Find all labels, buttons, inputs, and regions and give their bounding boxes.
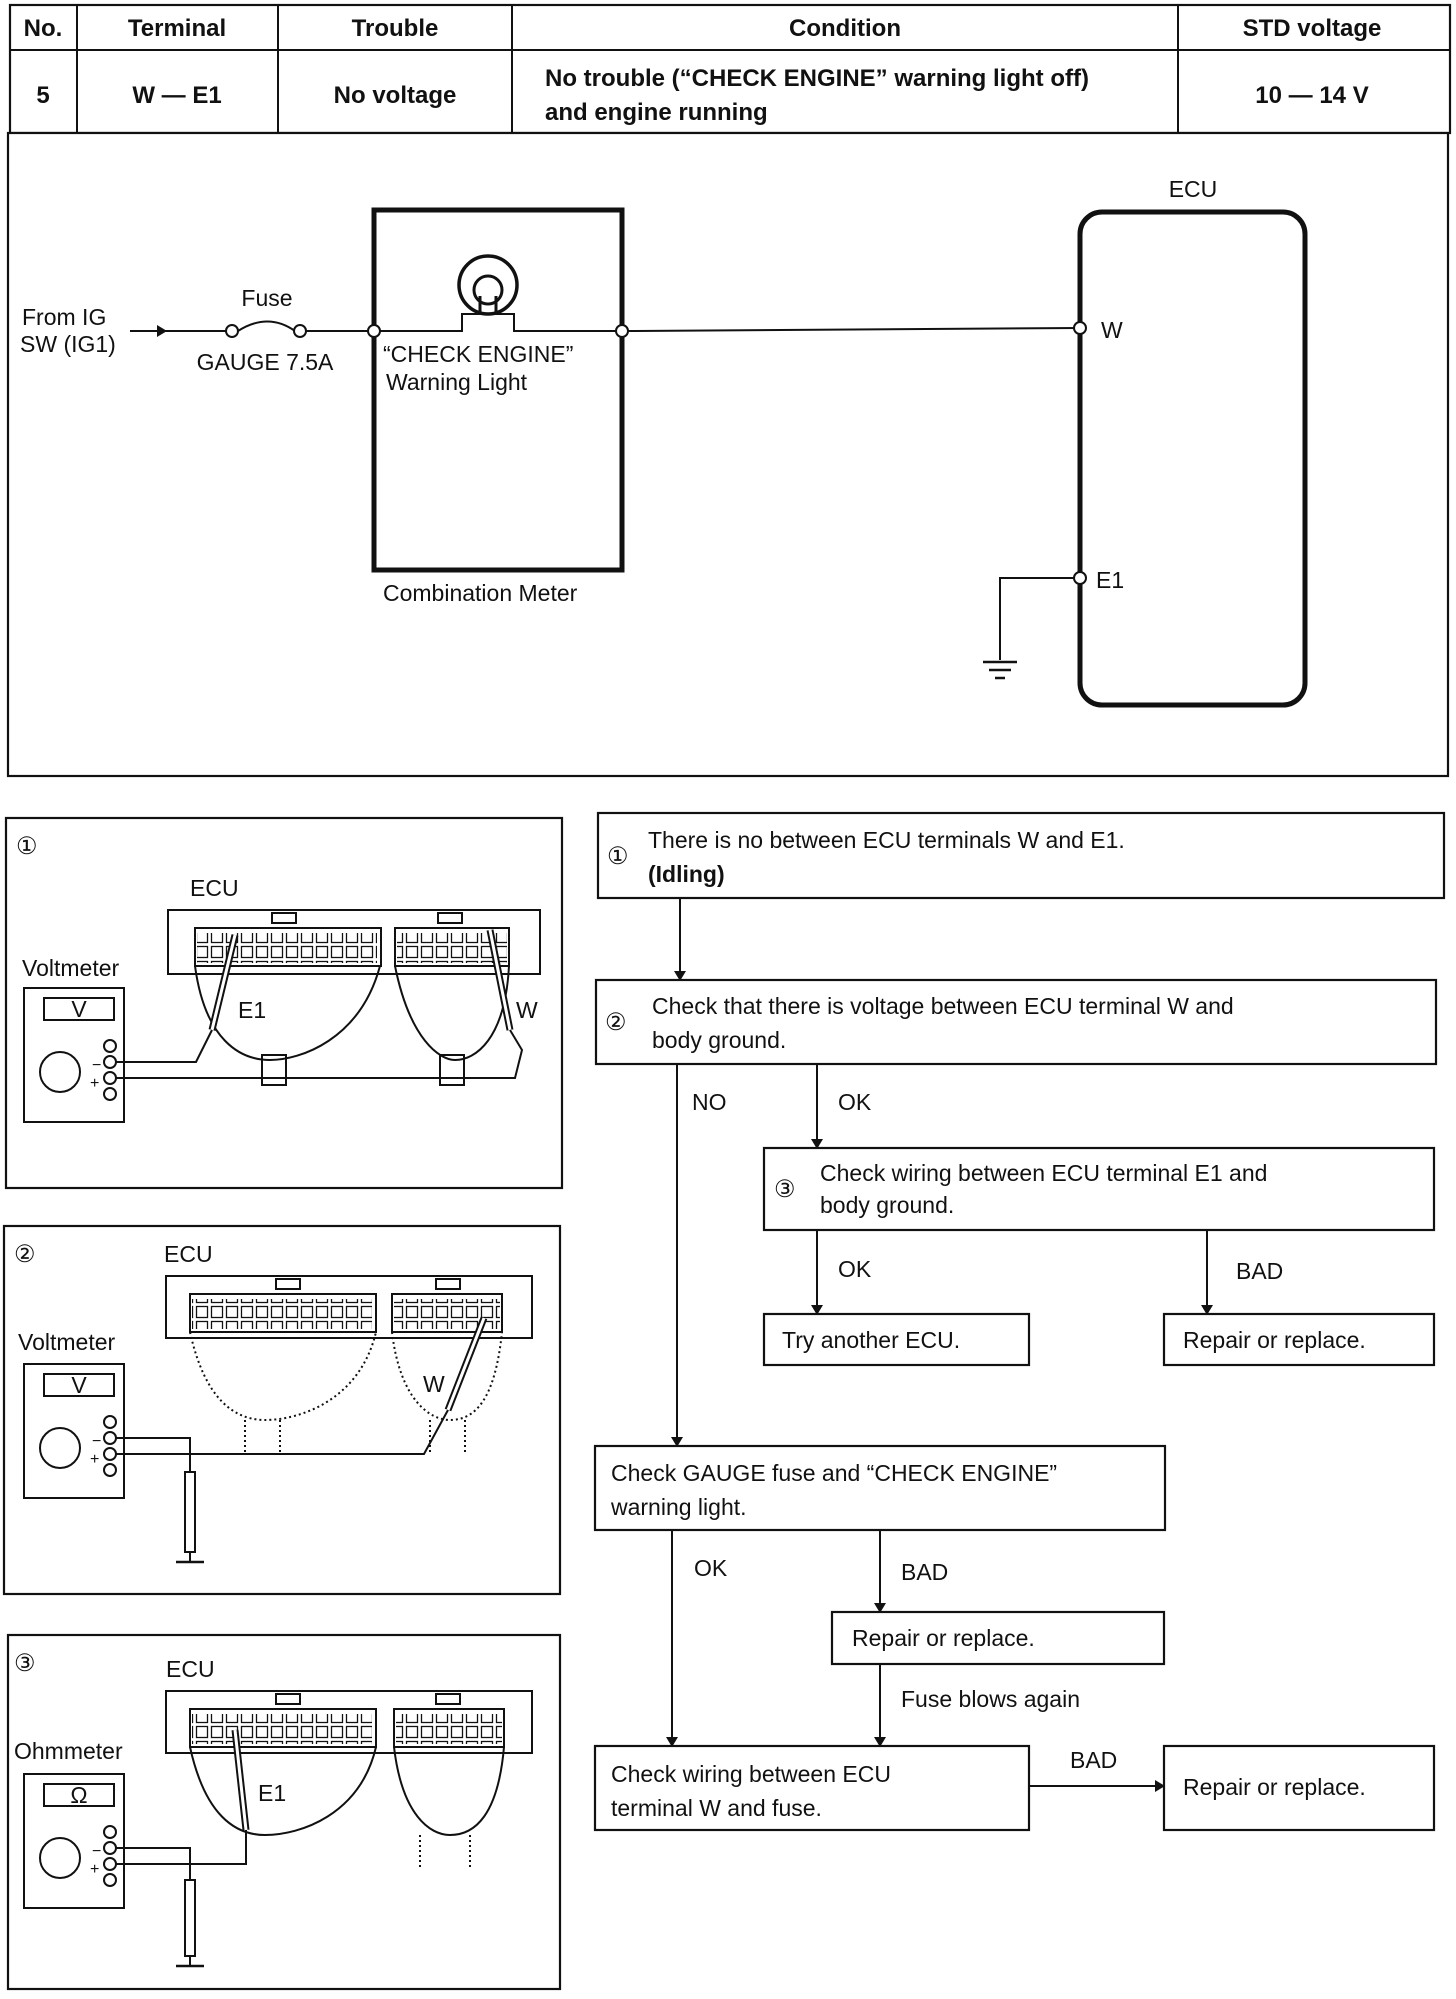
terminal-w-label: W (1101, 317, 1123, 343)
step-2-line1: Check that there is voltage between ECU … (652, 993, 1234, 1019)
label-bad-2: BAD (901, 1559, 948, 1585)
terminal-e1-label: E1 (1096, 567, 1124, 593)
label-ok-3: OK (694, 1555, 728, 1581)
svg-text:+: + (90, 1451, 99, 1468)
flow-step-1 (596, 811, 1446, 900)
circuit-diagram: From IG SW (IG1) Fuse GAUGE 7.5A “CHECK … (6, 131, 1450, 778)
troubleshooting-flowchart: ① There is no between ECU terminals W an… (593, 811, 1446, 1832)
panel-1-meter-label: Voltmeter (22, 955, 119, 981)
ecu-label: ECU (1169, 176, 1218, 202)
svg-text:+: + (90, 1861, 99, 1878)
fuse-label: Fuse (241, 285, 292, 311)
header-condition: Condition (789, 15, 901, 42)
step-3-line2: body ground. (820, 1192, 954, 1218)
test-panel-2: ② ECU W Voltmeter (2, 1224, 562, 1596)
panel-1-probe-w: W (516, 997, 538, 1023)
svg-text:−: − (92, 1057, 101, 1074)
lamp-label-line2: Warning Light (386, 369, 528, 395)
panel-3-meter-label: Ohmmeter (14, 1738, 123, 1764)
meter-label: Combination Meter (383, 580, 578, 606)
header-std-voltage: STD voltage (1243, 15, 1382, 42)
repair-2-text: Repair or replace. (852, 1625, 1035, 1651)
header-trouble: Trouble (352, 15, 439, 42)
label-ok-1: OK (838, 1089, 872, 1115)
probe-w (444, 1316, 488, 1412)
fuse-rating: GAUGE 7.5A (197, 349, 334, 375)
label-no: NO (692, 1089, 727, 1115)
cell-trouble: No voltage (334, 82, 457, 109)
panel-1-meter-symbol: V (71, 996, 87, 1022)
step-3-number: ③ (774, 1176, 796, 1203)
try-ecu-text: Try another ECU. (782, 1327, 960, 1353)
warning-bulb-icon (380, 254, 616, 332)
source-label-line2: SW (IG1) (20, 331, 116, 357)
panel-2-meter-label: Voltmeter (18, 1329, 115, 1355)
panel-2-meter-symbol: V (71, 1372, 87, 1398)
panel-3-ecu-label: ECU (166, 1656, 215, 1682)
step-1-line2: (Idling) (648, 861, 725, 887)
flow-step-2 (594, 978, 1438, 1066)
header-terminal: Terminal (128, 15, 226, 42)
test-panel-1: ① ECU E1 W Voltmeter (4, 816, 564, 1190)
repair-1-text: Repair or replace. (1183, 1327, 1366, 1353)
panel-1-probe-e1: E1 (238, 997, 266, 1023)
source-label-line1: From IG (22, 304, 106, 330)
svg-text:−: − (92, 1433, 101, 1450)
wiring-check-line1: Check wiring between ECU (611, 1761, 891, 1787)
flow-repair-3 (1162, 1744, 1436, 1832)
svg-text:+: + (90, 1075, 99, 1092)
step-2-line2: body ground. (652, 1027, 786, 1053)
ground-icon (983, 660, 1017, 680)
label-ok-2: OK (838, 1256, 872, 1282)
ecu-box (1077, 209, 1308, 708)
flow-step-3 (762, 1146, 1436, 1232)
cell-std-voltage: 10 — 14 V (1255, 82, 1368, 109)
panel-2-number: ② (14, 1241, 36, 1268)
wiring-check-line2: terminal W and fuse. (611, 1795, 822, 1821)
ecu-connector-illustration (165, 1690, 533, 1870)
panel-2-probe-w: W (423, 1371, 445, 1397)
step-2-number: ② (605, 1009, 627, 1036)
step-3-line1: Check wiring between ECU terminal E1 and (820, 1160, 1267, 1186)
cell-condition-line1: No trouble (“CHECK ENGINE” warning light… (545, 65, 1089, 92)
fuse-check-line1: Check GAUGE fuse and “CHECK ENGINE” (611, 1460, 1057, 1486)
label-bad-3: BAD (1070, 1747, 1117, 1773)
panel-3-number: ③ (14, 1650, 36, 1677)
flow-wiring-check (593, 1744, 1031, 1832)
flow-repair-1 (1162, 1312, 1436, 1367)
panel-1-ecu-label: ECU (190, 875, 239, 901)
probe-e1 (208, 934, 239, 1031)
cell-terminal: W — E1 (132, 82, 221, 109)
ground-probe-icon (176, 1879, 204, 1968)
combination-meter-box (371, 207, 625, 573)
label-bad-1: BAD (1236, 1258, 1283, 1284)
lamp-label-line1: “CHECK ENGINE” (383, 341, 573, 367)
flow-fuse-check (593, 1444, 1167, 1532)
panel-3-meter-symbol: Ω (70, 1782, 87, 1808)
fuse-blows-text: Fuse blows again (901, 1686, 1080, 1712)
probe-w (486, 929, 514, 1031)
probe-e1 (231, 1729, 250, 1831)
ground-probe-icon (176, 1471, 204, 1564)
test-panel-3: ③ ECU E1 Ohmmeter (6, 1633, 562, 1991)
panel-3-probe-e1: E1 (258, 1780, 286, 1806)
repair-3-text: Repair or replace. (1183, 1774, 1366, 1800)
svg-text:−: − (92, 1843, 101, 1860)
flow-repair-2 (830, 1610, 1166, 1666)
cell-condition-line2: and engine running (545, 99, 768, 126)
fuse-check-line2: warning light. (610, 1494, 747, 1520)
cell-no: 5 (36, 82, 49, 109)
voltmeter-icon: − + (23, 987, 125, 1123)
flow-try-ecu (762, 1312, 1031, 1367)
spec-table: No. Terminal Trouble Condition STD volta… (8, 3, 1452, 135)
step-1-line1: There is no between ECU terminals W and … (648, 827, 1125, 853)
panel-1-number: ① (16, 833, 38, 860)
header-no: No. (24, 15, 63, 42)
panel-2-ecu-label: ECU (164, 1241, 213, 1267)
step-1-number: ① (607, 843, 629, 870)
